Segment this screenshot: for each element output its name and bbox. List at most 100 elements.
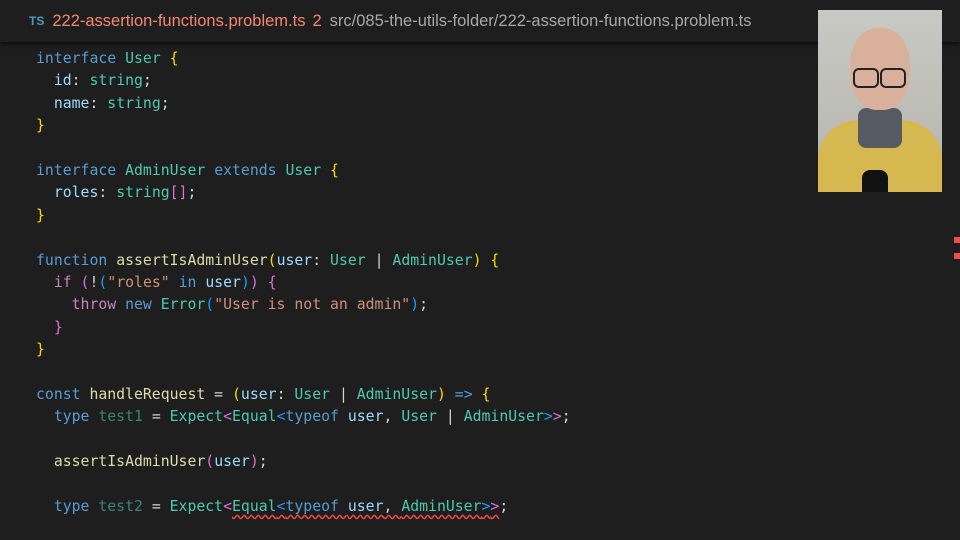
code-token: User <box>294 385 331 403</box>
code-line[interactable]: id: string; <box>36 70 571 92</box>
code-token: ; <box>561 408 571 426</box>
code-token: user <box>240 385 277 403</box>
code-token: typeof <box>285 497 348 515</box>
code-token: assertIsAdminUser <box>116 251 268 269</box>
code-line[interactable]: const handleRequest = (user: User | Admi… <box>36 384 571 406</box>
code-line[interactable]: assertIsAdminUser(user); <box>36 451 571 473</box>
code-token: ; <box>419 296 429 314</box>
code-line[interactable] <box>36 473 571 495</box>
code-token: { <box>481 385 491 403</box>
microphone-icon <box>862 170 888 192</box>
code-line[interactable] <box>36 227 571 249</box>
code-line[interactable]: name: string; <box>36 93 571 115</box>
code-token: } <box>36 318 63 336</box>
code-token: handleRequest <box>89 385 206 403</box>
code-token: roles <box>36 184 99 202</box>
code-token: : <box>71 72 90 90</box>
code-token: ( <box>267 251 277 269</box>
code-token: ( <box>205 453 215 471</box>
code-line[interactable]: if (!("roles" in user)) { <box>36 272 571 294</box>
code-token: if <box>36 273 81 291</box>
code-token: } <box>36 117 45 135</box>
code-token: user <box>347 497 384 515</box>
code-token: ) <box>436 385 446 403</box>
code-token: | <box>436 408 464 426</box>
code-token: : <box>98 184 117 202</box>
code-token: AdminUser <box>392 251 473 269</box>
code-token: : <box>312 251 331 269</box>
code-line[interactable]: } <box>36 115 571 137</box>
code-token: AdminUser <box>463 408 544 426</box>
code-token: < <box>223 497 233 515</box>
code-token: , <box>383 408 402 426</box>
code-token: User <box>125 50 170 67</box>
code-token: > <box>481 497 491 515</box>
file-path: src/085-the-utils-folder/222-assertion-f… <box>329 11 752 30</box>
code-token: ( <box>232 385 241 403</box>
code-token: ; <box>499 497 509 515</box>
code-token: < <box>223 408 233 426</box>
code-token: < <box>276 408 286 426</box>
code-token: [] <box>169 184 188 202</box>
code-token: ( <box>205 296 215 314</box>
code-token: User <box>330 251 366 269</box>
code-token: : <box>89 94 108 112</box>
code-line[interactable]: function assertIsAdminUser(user: User | … <box>36 250 571 272</box>
code-token: string <box>116 184 170 202</box>
scrollbar-error-marker[interactable] <box>954 237 960 243</box>
editor-tab[interactable]: TS 222-assertion-functions.problem.ts 2 … <box>0 0 960 42</box>
code-token: | <box>330 385 357 403</box>
code-line[interactable]: interface AdminUser extends User { <box>36 160 571 182</box>
code-token: > <box>552 408 562 426</box>
code-token: Expect <box>169 408 224 426</box>
code-token: ) <box>249 453 259 471</box>
code-token: < <box>276 497 286 515</box>
code-token: throw <box>36 296 126 314</box>
scrollbar-error-marker[interactable] <box>954 253 960 259</box>
code-line[interactable] <box>36 138 571 160</box>
code-line[interactable]: } <box>36 339 571 361</box>
code-token: { <box>169 50 179 67</box>
code-token: function <box>36 251 117 269</box>
code-token: const <box>36 385 90 403</box>
code-token: ) <box>249 273 259 291</box>
code-token: string <box>89 72 143 90</box>
code-token: interface <box>36 161 126 179</box>
code-token: : <box>276 385 295 403</box>
code-token: ; <box>142 72 152 90</box>
code-token: User <box>285 161 331 179</box>
code-line[interactable]: type test2 = Expect<Equal<typeof user, A… <box>36 496 571 518</box>
code-token: ) <box>472 251 491 269</box>
code-line[interactable]: throw new Error("User is not an admin"); <box>36 294 571 316</box>
code-token: { <box>258 273 277 291</box>
code-token: in <box>169 273 206 291</box>
code-line[interactable] <box>36 361 571 383</box>
code-token: id <box>36 72 72 90</box>
code-token: "User is not an admin" <box>214 296 411 314</box>
code-token: > <box>490 497 500 515</box>
typescript-file-icon: TS <box>29 14 45 28</box>
code-token: new <box>125 296 161 314</box>
code-token: user <box>214 453 250 471</box>
code-editor[interactable]: interface User { id: string; name: strin… <box>36 48 571 518</box>
code-line[interactable]: type test1 = Expect<Equal<typeof user, U… <box>36 406 571 428</box>
code-token: ; <box>258 453 268 471</box>
code-token: AdminUser <box>125 161 215 179</box>
code-token: Error <box>160 296 206 314</box>
code-line[interactable]: roles: string[]; <box>36 182 571 204</box>
code-token: ! <box>89 273 99 291</box>
code-token: string <box>107 94 161 112</box>
code-token: } <box>36 341 45 359</box>
code-token: { <box>490 251 500 269</box>
code-token: name <box>36 94 90 112</box>
code-token: => <box>445 385 482 403</box>
code-line[interactable]: } <box>36 205 571 227</box>
code-line[interactable] <box>36 429 571 451</box>
code-token: test2 <box>98 497 143 515</box>
code-line[interactable]: } <box>36 317 571 339</box>
code-token: interface <box>36 50 126 67</box>
code-line[interactable]: interface User { <box>36 48 571 70</box>
code-token: ) <box>410 296 420 314</box>
code-token: Expect <box>169 497 224 515</box>
code-token: = <box>142 408 170 426</box>
